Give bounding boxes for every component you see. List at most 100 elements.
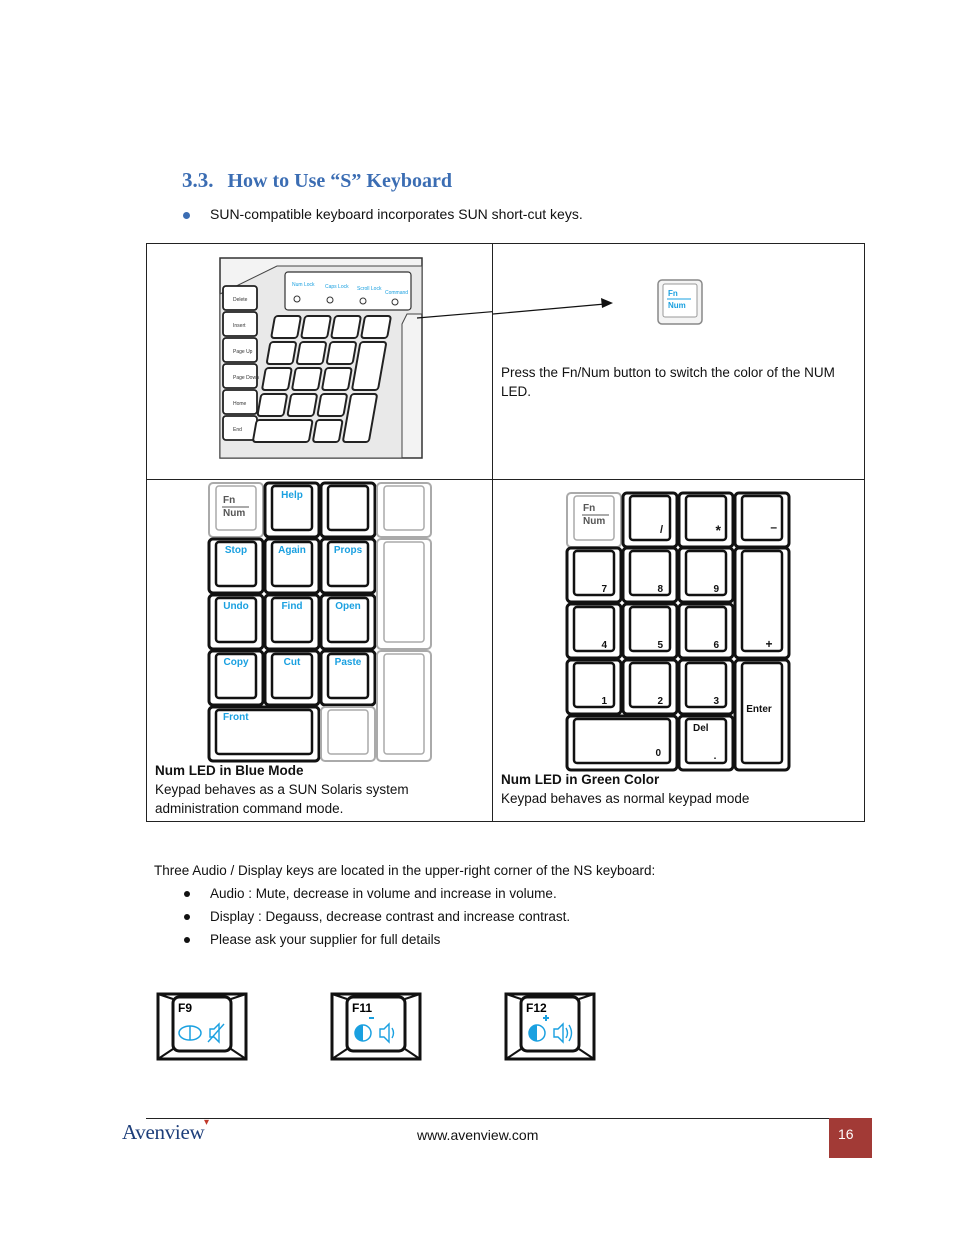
stop-key [207,537,265,595]
digit-5-key [621,602,679,660]
contrast-increase-icon [528,1015,549,1042]
digit-0-label: 0 [655,748,661,759]
dot-label: . [714,751,717,762]
digit-2-key [621,658,679,716]
props-label: Props [334,545,363,556]
logo-text: Avenview [122,1120,205,1144]
copy-key [207,649,265,707]
enter-key [733,658,791,772]
fn-label: Fn [668,289,678,298]
photo-label-num-lock: Num Lock [292,282,315,288]
slash-label: / [660,524,663,536]
undo-label: Undo [223,601,249,612]
plus-key [733,546,791,660]
photo-label-command: Command [385,290,408,296]
cut-label: Cut [284,657,301,668]
fn-label: Fn [223,495,235,506]
slash-key [621,491,679,549]
volume-up-icon [553,1022,573,1044]
open-label: Open [335,601,361,612]
f9-key: F9 [155,991,249,1062]
front-key [207,705,321,763]
photo-label-insert: Insert [233,323,246,329]
find-key [263,593,321,651]
fn-num-key [208,482,264,538]
asterisk-label: * [716,522,722,538]
plus-label: + [765,637,772,651]
del-label: Del [693,723,709,734]
photo-label-delete: Delete [233,297,248,303]
paste-label: Paste [335,657,362,668]
digit-5-label: 5 [657,640,663,651]
digit-1-key [565,658,623,716]
stop-label: Stop [225,545,247,556]
del-key [677,714,735,772]
keyboard-photo: Num Lock Caps Lock Scroll Lock Command D… [219,257,492,459]
copy-label: Copy [224,657,249,668]
num-label: Num [583,516,605,527]
blank-enter-key [376,650,432,762]
minus-key [733,491,791,549]
photo-label-page-up: Page Up [233,349,253,355]
photo-label-caps-lock: Caps Lock [325,284,349,290]
list-item: Please ask your supplier for full detail… [182,928,570,951]
cut-key [263,649,321,707]
f12-key: F12 [503,991,597,1062]
find-label: Find [281,601,302,612]
intro-bullet-text: SUN-compatible keyboard incorporates SUN… [210,206,583,222]
fn-label: Fn [583,503,595,514]
audio-list: Audio : Mute, decrease in volume and inc… [182,882,570,951]
digit-2-label: 2 [657,696,663,707]
f11-key: F11 [329,991,423,1062]
fn-num-cell: Fn Num Press the Fn/Num button to switch… [492,243,865,480]
digit-6-label: 6 [713,640,719,651]
list-item: Audio : Mute, decrease in volume and inc… [182,882,570,905]
digit-7-label: 7 [601,584,607,595]
help-key [263,481,321,539]
again-label: Again [278,545,306,556]
open-key [319,593,377,651]
mute-icon [207,1022,225,1044]
digit-3-key [677,658,735,716]
footer-url[interactable]: www.avenview.com [417,1127,539,1143]
blank-key [376,482,432,538]
audio-intro: Three Audio / Display keys are located i… [154,863,656,878]
section-number: 3.3. [182,168,214,192]
digit-9-key [677,546,735,604]
avenview-logo: Avenview ▾ [122,1117,209,1145]
front-label: Front [223,712,249,723]
section-heading: 3.3. How to Use “S” Keyboard [182,168,452,193]
footer-divider [146,1118,829,1119]
logo-mark-icon: ▾ [204,1117,209,1128]
green-mode-caption-title: Num LED in Green Color [501,772,660,787]
photo-label-home: Home [233,401,247,407]
blue-mode-caption-title: Num LED in Blue Mode [155,763,304,778]
fn-num-key: Fn Num [657,279,703,330]
list-item: Display : Degauss, decrease contrast and… [182,905,570,928]
props-key [319,537,377,595]
intro-bullet-icon [183,206,190,224]
digit-8-label: 8 [657,584,663,595]
degauss-icon [178,1025,202,1041]
blank-dot-key [320,706,376,762]
digit-3-label: 3 [713,696,719,707]
arrow-head-icon [493,298,613,315]
keyboard-photo-cell: Num Lock Caps Lock Scroll Lock Command D… [146,243,493,480]
help-label: Help [281,490,303,501]
minus-label: – [770,520,777,534]
fn-num-instruction: Press the Fn/Num button to switch the co… [501,365,835,399]
digit-6-key [677,602,735,660]
section-title: How to Use “S” Keyboard [227,170,452,192]
photo-label-page-down: Page Down [233,375,259,381]
blue-mode-caption-body: Keypad behaves as a SUN Solaris system a… [155,782,409,816]
volume-down-icon [379,1022,395,1044]
fn-num-key [566,492,622,548]
digit-9-label: 9 [713,584,719,595]
enter-label: Enter [746,704,772,715]
green-mode-caption-body: Keypad behaves as normal keypad mode [501,791,750,806]
digit-4-key [565,602,623,660]
num-label: Num [223,508,245,519]
